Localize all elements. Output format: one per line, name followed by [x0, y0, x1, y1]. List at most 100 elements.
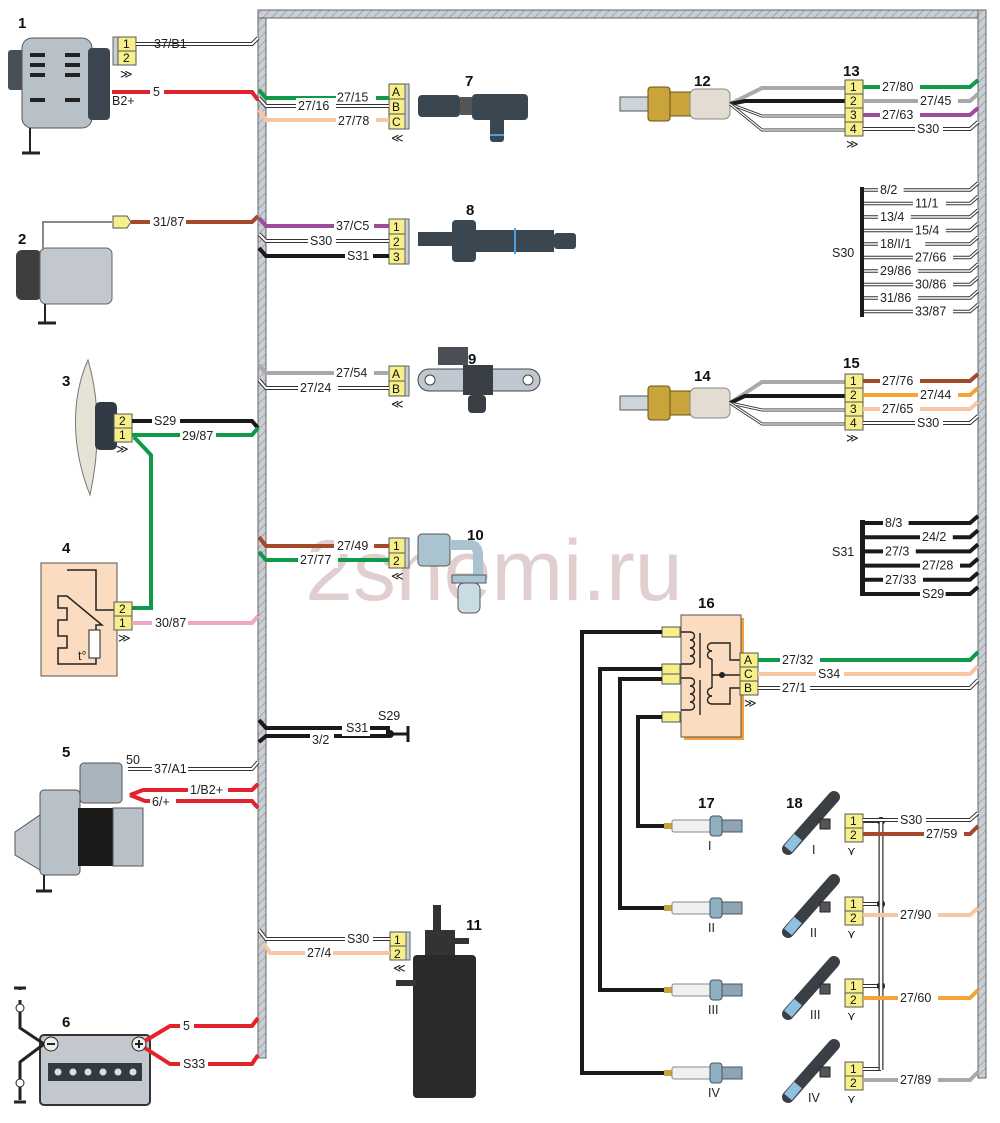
svg-text:50: 50 [126, 753, 140, 767]
svg-text:27/59: 27/59 [926, 827, 957, 841]
svg-text:18: 18 [786, 795, 803, 812]
svg-text:27/45: 27/45 [920, 94, 951, 108]
speed-sensor: 8 [418, 202, 576, 262]
splice-wire: 15/4 [864, 222, 980, 238]
svg-text:≪: ≪ [393, 961, 406, 975]
svg-text:A: A [744, 653, 752, 667]
svg-text:27/1: 27/1 [782, 681, 806, 695]
svg-text:37/A1: 37/A1 [154, 762, 187, 776]
svg-text:3: 3 [393, 250, 400, 264]
svg-text:A: A [392, 367, 400, 381]
svg-text:27/77: 27/77 [300, 553, 331, 567]
svg-text:4: 4 [850, 122, 857, 136]
connector-13: 13 1 2 3 4 ≫ [843, 63, 864, 151]
svg-text:8: 8 [466, 202, 474, 219]
svg-text:S30: S30 [917, 416, 939, 430]
splice-wire-label: 11/1 [915, 197, 938, 211]
svg-text:13: 13 [843, 63, 860, 80]
svg-text:27/44: 27/44 [920, 388, 951, 402]
ignition-module: 16 [680, 595, 744, 740]
splice-wire-label: 24/2 [922, 530, 946, 544]
pressure-sensor: 7 [418, 73, 528, 142]
svg-text:27/60: 27/60 [900, 991, 931, 1005]
splice-wire: 27/33 [862, 571, 980, 587]
cylinder-label: II [708, 921, 715, 935]
svg-text:16: 16 [698, 595, 715, 612]
cylinder-label: III [810, 1008, 820, 1022]
svg-text:6: 6 [62, 1014, 70, 1031]
svg-text:S30: S30 [917, 122, 939, 136]
splice-wire: 33/87 [864, 303, 980, 319]
svg-text:t°: t° [78, 649, 86, 663]
svg-text:≫: ≫ [118, 631, 131, 645]
svg-text:3: 3 [62, 373, 70, 390]
svg-text:2: 2 [850, 1076, 857, 1090]
svg-text:4: 4 [850, 416, 857, 430]
svg-text:S31: S31 [832, 545, 854, 559]
svg-text:27/4: 27/4 [307, 946, 331, 960]
svg-text:S34: S34 [818, 667, 840, 681]
cylinder-label: IV [708, 1086, 720, 1100]
connector-16-hv [661, 626, 681, 723]
splice-wire: 18/I/1 [864, 235, 980, 251]
spark-plug: I [664, 815, 743, 853]
svg-text:1: 1 [119, 616, 126, 630]
svg-text:27/54: 27/54 [336, 366, 367, 380]
svg-text:≫: ≫ [846, 137, 859, 151]
svg-text:S31: S31 [347, 249, 369, 263]
cylinder-label: I [708, 839, 711, 853]
svg-text:27/16: 27/16 [298, 99, 329, 113]
splice-wire: 30/86 [864, 276, 980, 292]
connector-fan: 2 1 ≫ [113, 413, 133, 456]
svg-text:S31: S31 [346, 721, 368, 735]
connector-symbol: ⋎ [847, 844, 856, 858]
svg-text:1: 1 [394, 933, 401, 947]
splice-wire-label: 27/3 [885, 544, 909, 558]
splice-wire-label: 31/86 [880, 291, 911, 305]
svg-text:17: 17 [698, 795, 715, 812]
svg-text:6/+: 6/+ [152, 795, 170, 809]
svg-text:1: 1 [850, 374, 857, 388]
svg-text:≫: ≫ [116, 442, 129, 456]
svg-text:27/76: 27/76 [882, 374, 913, 388]
svg-text:A: A [392, 85, 400, 99]
cylinder-label: I [812, 843, 815, 857]
svg-text:2: 2 [123, 51, 130, 65]
svg-text:1: 1 [123, 37, 130, 51]
svg-text:27/24: 27/24 [300, 381, 331, 395]
crankshaft-sensor: 9 [417, 347, 541, 413]
watermark: 2shemi.ru [305, 523, 683, 619]
cylinder-label: II [810, 926, 817, 940]
svg-text:27/78: 27/78 [338, 114, 369, 128]
svg-text:S29: S29 [154, 414, 176, 428]
svg-text:2: 2 [119, 414, 126, 428]
splice-wire-label: 18/I/1 [880, 237, 911, 251]
splice-wire-label: 27/33 [885, 573, 916, 587]
connector-symbol: ⋎ [847, 927, 856, 941]
svg-text:2: 2 [393, 235, 400, 249]
svg-text:2: 2 [394, 947, 401, 961]
svg-text:S29: S29 [378, 709, 400, 723]
svg-text:C: C [744, 667, 753, 681]
splice-wire: S29 [862, 585, 980, 601]
ac-compressor: 2 [16, 231, 113, 325]
cylinder-label: III [708, 1003, 718, 1017]
splice-wire: 24/2 [862, 528, 980, 544]
splice-wire-label: 33/87 [915, 305, 946, 319]
svg-text:3: 3 [850, 108, 857, 122]
splice-wire: 27/3 [862, 542, 980, 558]
connector-7: A B C ≪ [388, 83, 410, 145]
svg-text:27/63: 27/63 [882, 108, 913, 122]
oxygen-sensor-2: 14 [619, 368, 845, 426]
svg-text:7: 7 [465, 73, 473, 90]
splice-wire-label: 29/86 [880, 264, 911, 278]
connector-symbol: ⋎ [847, 1092, 856, 1106]
oxygen-sensor-1: 12 [619, 73, 845, 132]
svg-text:B: B [392, 382, 400, 396]
splice-wire: 8/3 [862, 514, 980, 530]
svg-text:5: 5 [183, 1019, 190, 1033]
svg-text:2: 2 [850, 993, 857, 1007]
svg-text:C: C [392, 115, 401, 129]
connector-symbol: ⋎ [847, 1009, 856, 1023]
